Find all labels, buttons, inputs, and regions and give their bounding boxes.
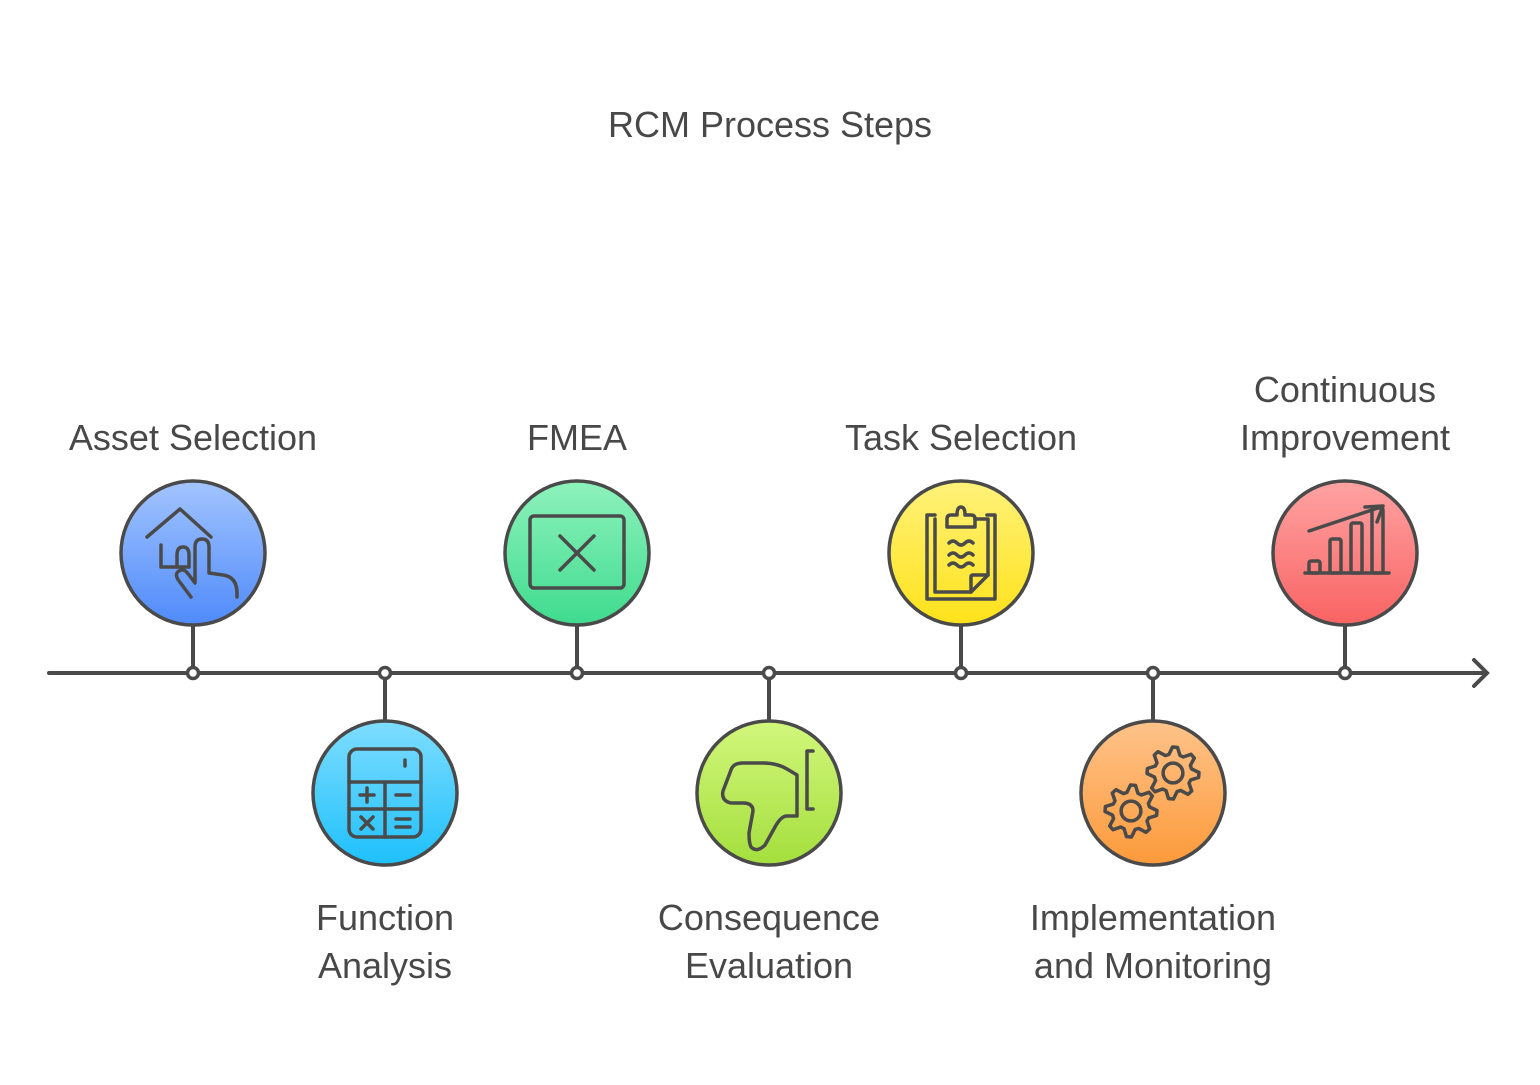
step-circle	[1271, 479, 1419, 627]
step-label-line: Evaluation	[685, 945, 853, 986]
gears-icon	[1103, 745, 1201, 839]
timeline-marker	[569, 665, 585, 681]
timeline-marker	[761, 665, 777, 681]
step-label-line: Analysis	[318, 945, 452, 986]
step-label-line: Continuous	[1254, 369, 1436, 410]
step-circle	[119, 479, 267, 627]
clipboard-icon	[925, 505, 997, 601]
step-label-line: Task Selection	[845, 417, 1077, 458]
step-task-selection: Task Selection	[845, 417, 1077, 681]
step-label: Implementation and Monitoring	[1030, 897, 1276, 986]
step-label: Task Selection	[845, 417, 1077, 458]
timeline-marker	[377, 665, 393, 681]
step-label-line: Consequence	[658, 897, 880, 938]
step-label-line: Implementation	[1030, 897, 1276, 938]
step-label: FMEA	[527, 417, 627, 458]
step-label: Asset Selection	[69, 417, 317, 458]
step-label-line: FMEA	[527, 417, 627, 458]
step-implementation-and-monitoring: Implementation and Monitoring	[1030, 665, 1276, 986]
step-label-line: Asset Selection	[69, 417, 317, 458]
window-close-icon	[528, 514, 626, 590]
axis-arrowhead-icon	[1472, 658, 1490, 688]
step-circle	[887, 479, 1035, 627]
timeline-marker	[185, 665, 201, 681]
growth-chart-icon	[1303, 504, 1391, 575]
step-label-line: Improvement	[1240, 417, 1450, 458]
diagram-title: RCM Process Steps	[608, 104, 932, 145]
calculator-icon	[347, 747, 423, 839]
step-label-line: and Monitoring	[1034, 945, 1272, 986]
step-circle	[695, 719, 843, 867]
step-circle	[1079, 719, 1227, 867]
timeline-marker	[1337, 665, 1353, 681]
thumbs-down-icon	[720, 749, 815, 852]
timeline-marker	[953, 665, 969, 681]
house-hand-pointer-icon	[145, 507, 239, 599]
step-asset-selection: Asset Selection	[69, 417, 317, 681]
step-label-line: Function	[316, 897, 454, 938]
timeline-marker	[1145, 665, 1161, 681]
step-fmea: FMEA	[503, 417, 651, 681]
